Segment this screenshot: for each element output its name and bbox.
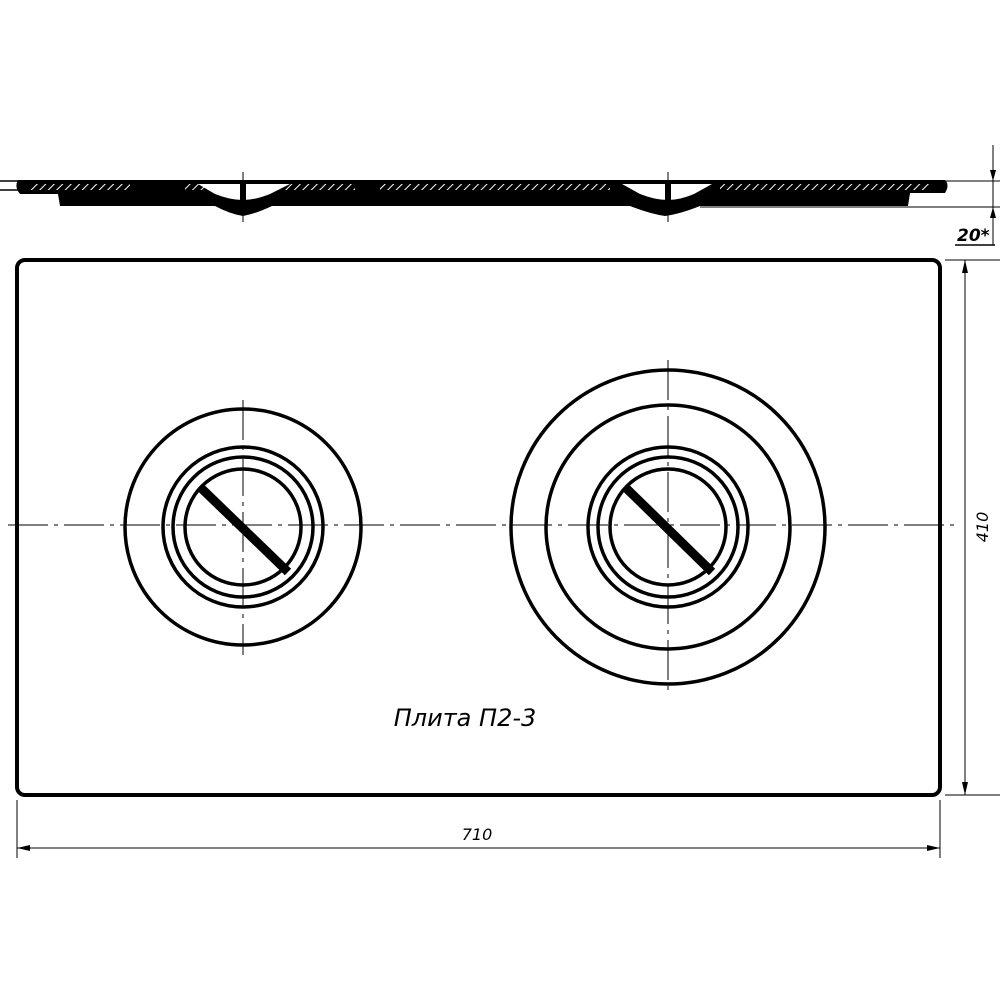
plate-title: Плита П2-3 <box>394 704 537 732</box>
dimension-height: 410 <box>973 512 992 543</box>
section-view <box>0 145 1000 246</box>
dimension-thickness: 20* <box>957 226 990 246</box>
dimension-width: 710 <box>462 825 493 844</box>
burner-right <box>509 360 827 692</box>
plan-view <box>8 258 1000 858</box>
burner-left <box>123 400 363 655</box>
plate-outline <box>15 258 942 797</box>
